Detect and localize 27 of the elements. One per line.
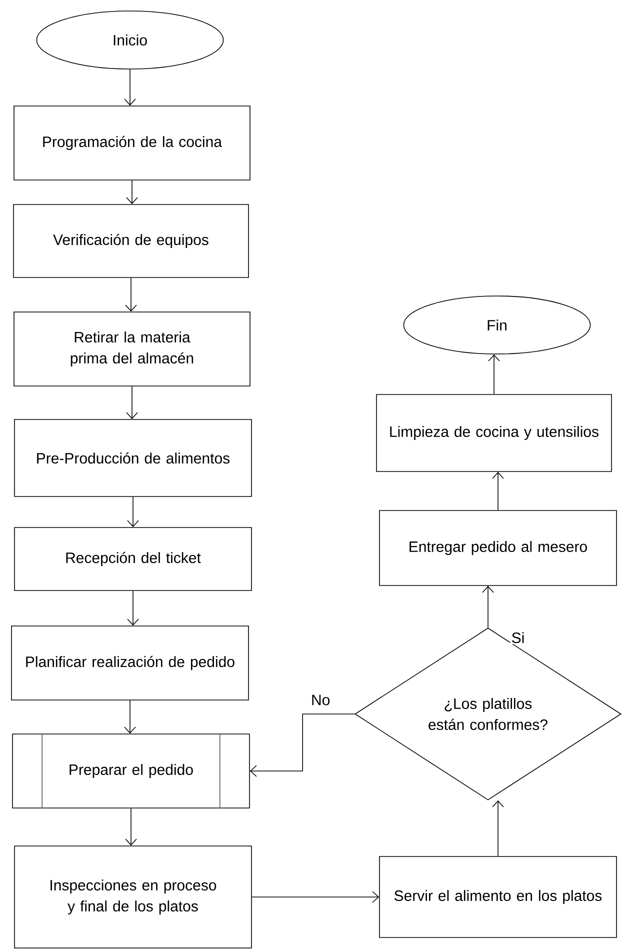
edge-label: Si bbox=[510, 631, 526, 644]
arrow bbox=[127, 496, 139, 528]
arrow bbox=[125, 808, 137, 846]
arrow bbox=[124, 700, 136, 734]
subprocess-box: Preparar el pedido bbox=[12, 733, 250, 809]
process-box: Servir el alimento en los platos bbox=[379, 856, 617, 938]
process-box: Verificación de equipos bbox=[13, 204, 249, 278]
arrow bbox=[127, 590, 139, 626]
arrow bbox=[126, 386, 138, 420]
process-box: Limpieza de cocina y utensilios bbox=[376, 394, 612, 472]
edge-label: No bbox=[310, 694, 332, 706]
process-box: Inspecciones en proceso y final de los platos bbox=[14, 846, 252, 948]
process-box: Planificar realización de pedido bbox=[11, 626, 249, 700]
arrow bbox=[252, 891, 380, 903]
arrow bbox=[488, 354, 500, 394]
process-box: Pre-Producción de alimentos bbox=[14, 419, 252, 497]
arrow bbox=[492, 800, 504, 856]
arrow bbox=[126, 180, 138, 204]
process-box: Programación de la cocina bbox=[14, 106, 250, 180]
arrow bbox=[492, 472, 504, 510]
arrow bbox=[482, 586, 494, 628]
arrow bbox=[125, 278, 137, 312]
process-box: Retirar la materia prima del almacén bbox=[14, 312, 250, 386]
process-box: Recepción del ticket bbox=[14, 527, 252, 591]
arrow bbox=[124, 69, 136, 106]
process-box: Entregar pedido al mesero bbox=[379, 510, 617, 586]
arrow bbox=[250, 714, 355, 777]
